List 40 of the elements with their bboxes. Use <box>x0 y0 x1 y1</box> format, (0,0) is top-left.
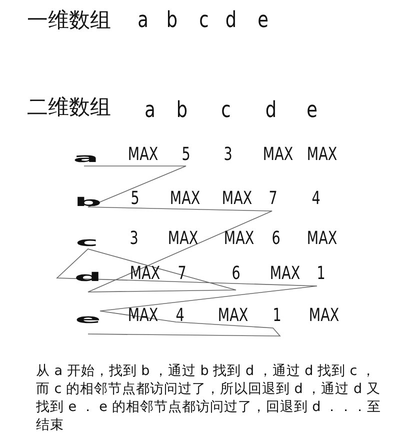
matrix-value: MAX <box>128 146 158 164</box>
matrix-value: 6 <box>272 230 280 248</box>
matrix-value: MAX <box>262 146 294 164</box>
row-letter: c <box>76 236 98 248</box>
row-letter: a <box>73 152 99 164</box>
row-letter: b <box>74 196 102 208</box>
matrix-value: 1 <box>272 307 282 325</box>
matrix-value: 5 <box>130 190 140 208</box>
column-letter: c <box>221 100 231 122</box>
matrix-value: MAX <box>170 190 200 208</box>
matrix-value: MAX <box>218 307 248 325</box>
description-paragraph: 从 a 开始，找到 b ，通过 b 找到 d ，通过 d 找到 c ，而 c 的相邻节点都访问过了，所以回退到 d ，通过 d 又找到 e ． e 的相邻节点都访问过了，回退到 d ．．．至结束 <box>36 362 381 434</box>
matrix-value: MAX <box>222 190 252 208</box>
column-letter: d <box>265 100 277 122</box>
matrix-value: 4 <box>176 307 184 325</box>
matrix-value: 3 <box>130 230 138 248</box>
matrix-value: 5 <box>182 146 190 164</box>
row-heading: 一维数组 <box>27 10 111 31</box>
matrix-value: MAX <box>130 265 160 283</box>
column-letter: b <box>166 10 178 32</box>
row-heading: 二维数组 <box>27 97 111 118</box>
matrix-value: 7 <box>268 190 278 208</box>
row-letter: e <box>75 313 101 325</box>
matrix-value: MAX <box>306 146 338 164</box>
column-letter: b <box>176 100 188 122</box>
matrix-value: 1 <box>316 265 326 283</box>
column-letter: e <box>258 10 268 32</box>
matrix-value: 3 <box>224 146 232 164</box>
matrix-value: MAX <box>306 230 338 248</box>
matrix-value: MAX <box>270 265 300 283</box>
column-letter: e <box>306 100 318 122</box>
matrix-value: MAX <box>308 307 340 325</box>
matrix-value: MAX <box>168 230 198 248</box>
column-letter: d <box>225 10 237 32</box>
column-letter: a <box>138 10 148 32</box>
matrix-value: MAX <box>224 230 254 248</box>
column-letter: a <box>144 100 156 122</box>
matrix-value: 4 <box>312 190 320 208</box>
matrix-value: 6 <box>232 265 240 283</box>
column-letter: c <box>199 10 209 32</box>
